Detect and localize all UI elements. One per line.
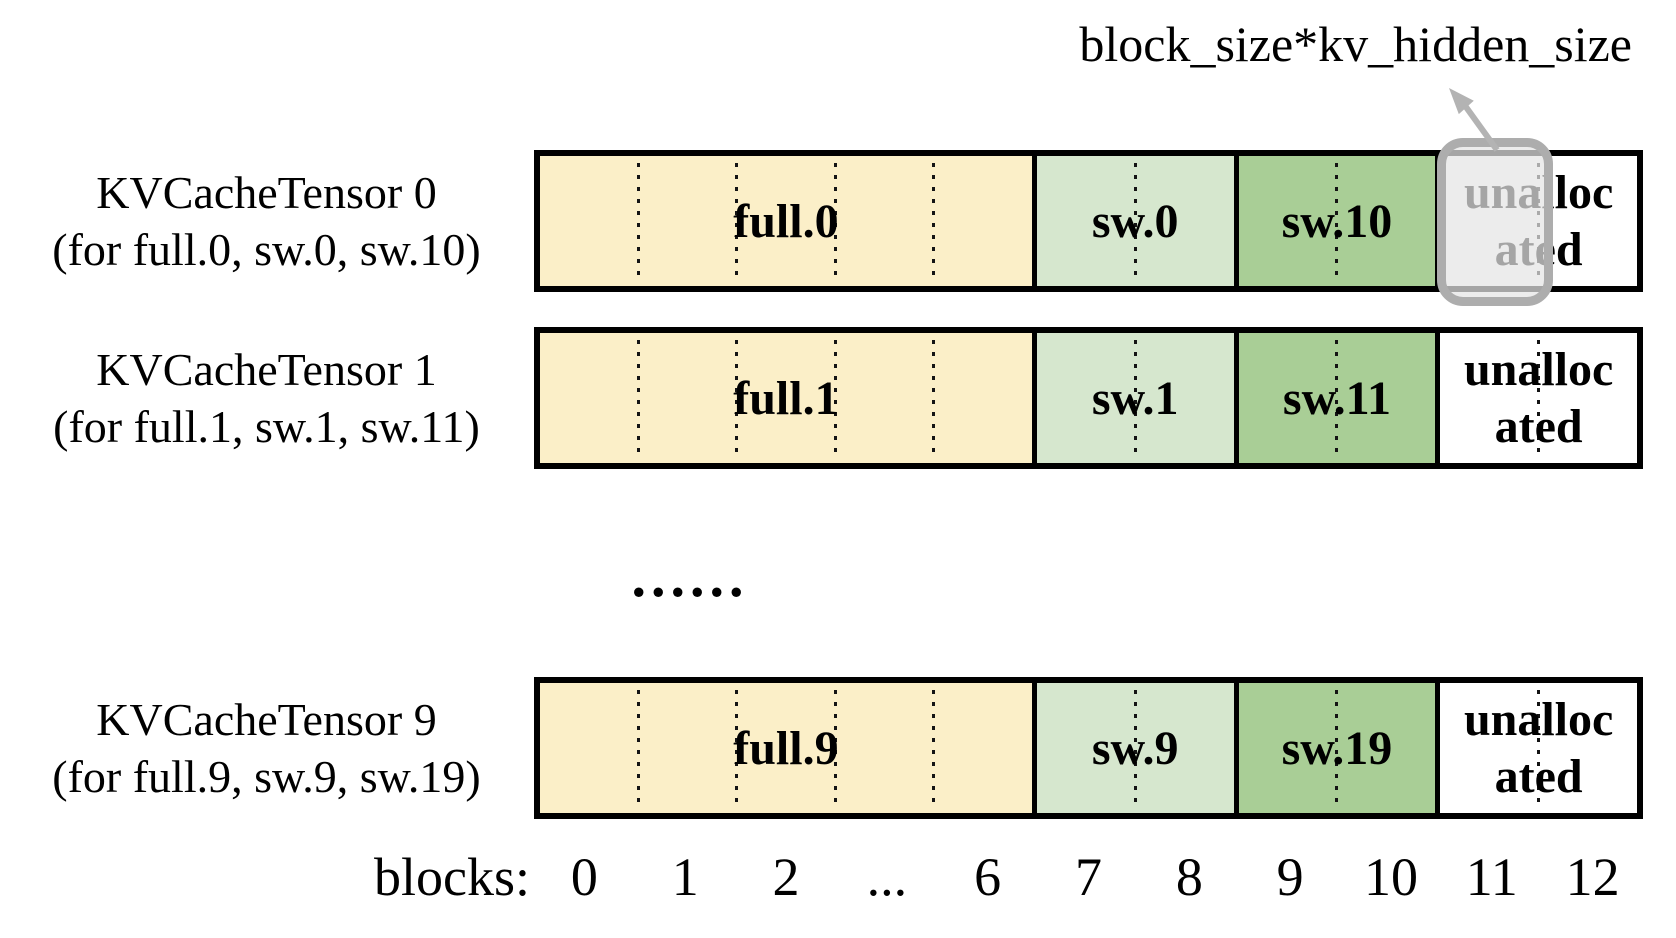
blocks-axis-tick: ... (866, 847, 908, 907)
block-divider (1335, 163, 1339, 279)
blocks-axis-tick: 10 (1363, 847, 1418, 907)
tensor-row-title: KVCacheTensor 9 (96, 694, 437, 745)
blocks-axis-tick: 9 (1276, 847, 1304, 907)
segment-label: sw.9 (1037, 683, 1234, 813)
segment-label: sw.11 (1239, 333, 1436, 463)
segment-label: unallocated (1440, 333, 1637, 463)
tensor-row: KVCacheTensor 1 (for full.1, sw.1, sw.11… (0, 327, 1676, 469)
tensor-row-title: KVCacheTensor 1 (96, 344, 437, 395)
segment-sw.10: sw.10 (1233, 156, 1436, 286)
segment-sw.0: sw.0 (1031, 156, 1234, 286)
segment-sw.9: sw.9 (1031, 683, 1234, 813)
block-divider (1537, 690, 1541, 806)
blocks-axis-tick: 11 (1465, 847, 1518, 907)
segment-label-text: sw.0 (1091, 194, 1179, 248)
tensor-row-title: KVCacheTensor 0 (96, 167, 437, 218)
block-divider (636, 163, 640, 279)
segment-label-text: sw.11 (1282, 371, 1391, 425)
tensor-bar: full.1 sw.1 sw.11 unallocated (534, 327, 1643, 469)
segment-label-text: unallocated (1463, 343, 1614, 453)
block-divider (735, 340, 739, 456)
tensor-row-label: KVCacheTensor 0 (for full.0, sw.0, sw.10… (14, 164, 519, 278)
segment-full.9: full.9 (540, 683, 1032, 813)
segment-label-text: full.0 (733, 194, 839, 248)
block-divider (1133, 163, 1137, 279)
blocks-axis-tick: 12 (1565, 847, 1620, 907)
segment-label: full.1 (540, 333, 1032, 463)
blocks-axis-tick: 2 (772, 847, 800, 907)
segment-label: sw.1 (1037, 333, 1234, 463)
segment-full.0: full.0 (540, 156, 1032, 286)
segment-label-text: sw.1 (1091, 371, 1179, 425)
block-divider (931, 163, 935, 279)
segment-label-text: sw.19 (1281, 721, 1393, 775)
segment-label-text: unallocated (1463, 693, 1614, 803)
tensor-row-subtitle: (for full.1, sw.1, sw.11) (53, 401, 480, 452)
segment-label-text: sw.9 (1091, 721, 1179, 775)
block-divider (833, 690, 837, 806)
segment-full.1: full.1 (540, 333, 1032, 463)
block-divider (636, 690, 640, 806)
blocks-axis-tick: 8 (1175, 847, 1203, 907)
tensor-row: KVCacheTensor 0 (for full.0, sw.0, sw.10… (0, 150, 1676, 292)
block-divider (735, 163, 739, 279)
tensor-row-label: KVCacheTensor 1 (for full.1, sw.1, sw.11… (14, 341, 519, 455)
segment-unallocated: unallocated (1435, 683, 1638, 813)
block-divider (1335, 340, 1339, 456)
block-divider (1537, 340, 1541, 456)
segment-label: sw.10 (1239, 156, 1436, 286)
segment-label: full.9 (540, 683, 1032, 813)
block-divider (1133, 340, 1137, 456)
tensor-row-subtitle: (for full.9, sw.9, sw.19) (52, 751, 481, 802)
segment-sw.19: sw.19 (1233, 683, 1436, 813)
segment-unallocated: unallocated (1435, 333, 1638, 463)
blocks-axis-prefix: blocks: (374, 847, 530, 907)
highlighted-block-outline (1437, 138, 1553, 306)
blocks-axis-tick: 7 (1075, 847, 1102, 907)
block-divider (1133, 690, 1137, 806)
segment-label: sw.19 (1239, 683, 1436, 813)
segment-label-text: full.9 (733, 721, 839, 775)
segment-label: full.0 (540, 156, 1032, 286)
segment-label-text: sw.10 (1281, 194, 1393, 248)
block-size-annotation-label: block_size*kv_hidden_size (1079, 16, 1632, 72)
tensor-row-label: KVCacheTensor 9 (for full.9, sw.9, sw.19… (14, 691, 519, 805)
segment-sw.1: sw.1 (1031, 333, 1234, 463)
tensor-row: KVCacheTensor 9 (for full.9, sw.9, sw.19… (0, 677, 1676, 819)
segment-label-text: full.1 (733, 371, 839, 425)
segment-sw.11: sw.11 (1233, 333, 1436, 463)
block-divider (636, 340, 640, 456)
blocks-axis-tick: 1 (671, 847, 699, 907)
tensor-bar: full.9 sw.9 sw.19 unallocated (534, 677, 1643, 819)
block-divider (931, 690, 935, 806)
annotation-arrow-icon (1449, 88, 1500, 152)
blocks-axis-tick: 6 (974, 847, 1002, 907)
block-divider (735, 690, 739, 806)
block-divider (1335, 690, 1339, 806)
block-divider (833, 340, 837, 456)
rows-ellipsis: ...... (631, 544, 749, 609)
block-divider (931, 340, 935, 456)
segment-label: sw.0 (1037, 156, 1234, 286)
blocks-axis-tick: 0 (570, 847, 598, 907)
tensor-row-subtitle: (for full.0, sw.0, sw.10) (52, 224, 481, 275)
block-divider (833, 163, 837, 279)
segment-label: unallocated (1440, 683, 1637, 813)
